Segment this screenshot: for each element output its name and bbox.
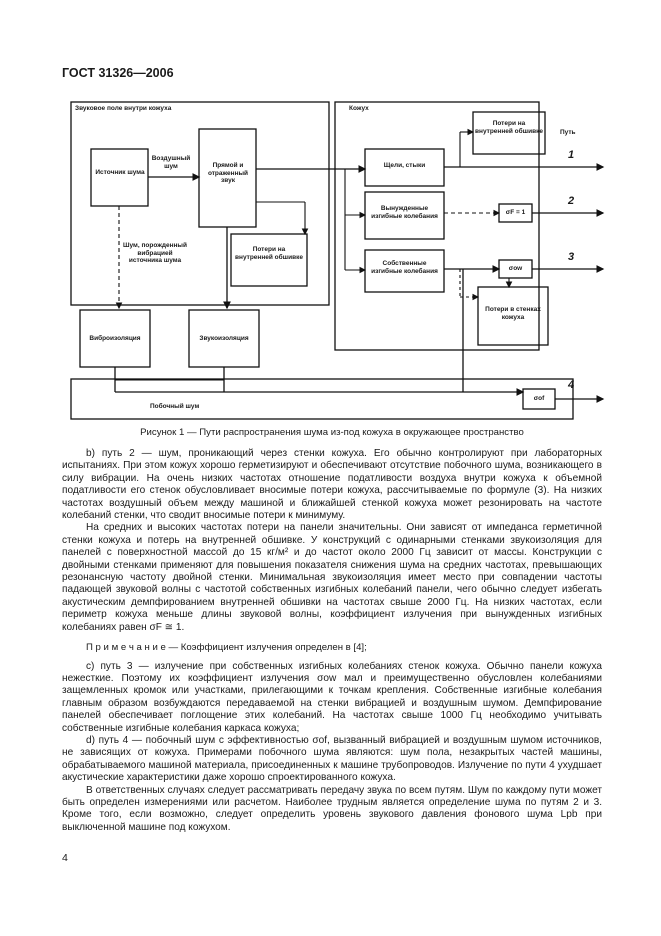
path-number-3: 3 [567, 251, 575, 263]
source-label: Источник шума [95, 169, 145, 176]
page-number: 4 [62, 852, 68, 864]
left-box-frame [70, 101, 330, 306]
noise-paths-diagram: Звуковое поле внутри кожуха Кожух Источн… [60, 92, 610, 422]
path-number-2: 2 [567, 195, 575, 207]
paragraph: На средних и высоких частотах потери на … [62, 522, 602, 633]
paragraph: c) путь 3 — излучение при собственных из… [62, 660, 602, 734]
diagram-lines [70, 101, 605, 420]
direct-reflected-label: Прямой и отраженный звук [207, 162, 249, 184]
note: П р и м е ч а н и е — Коэффициент излуче… [86, 642, 367, 654]
paragraph: b) путь 2 — шум, проникающий через стенк… [62, 448, 602, 522]
paragraph: В ответственных случаях следует рассматр… [62, 784, 602, 833]
path-label: Путь [560, 129, 576, 136]
vibration-isolation-label: Виброизоляция [89, 335, 141, 342]
path-number-4: 4 [567, 379, 575, 391]
inner-lining-loss-right-label: Потери на внутренней обшивке [475, 120, 543, 135]
right-box-title: Кожух [349, 105, 369, 112]
right-box-frame [334, 101, 540, 351]
secondary-noise-label: Побочный шум [150, 403, 200, 410]
paragraph: d) путь 4 — побочный шум с эффективность… [62, 734, 602, 784]
airborne-label: Воздушный шум [151, 155, 191, 170]
forced-vibrations-label: Вынужденные изгибные колебания [371, 205, 438, 220]
sigma-f-label: σF = 1 [505, 209, 526, 216]
body-text: b) путь 2 — шум, проникающий через стенк… [62, 448, 602, 834]
sigma-ow-label: σow [508, 265, 523, 272]
inner-lining-loss-left-label: Потери на внутренней обшивке [235, 246, 303, 261]
wall-loss-label: Потери в стенках кожуха [485, 306, 541, 321]
sigma-of-label: σof [533, 395, 545, 402]
natural-vibrations-label: Собственные изгибные колебания [371, 260, 438, 275]
figure-caption: Рисунок 1 — Пути распространения шума из… [140, 427, 524, 438]
gaps-label: Щели, стыки [383, 162, 426, 169]
left-box-title: Звуковое поле внутри кожуха [75, 105, 172, 112]
structural-noise-label: Шум, порожденный вибрацией источника шум… [123, 242, 187, 264]
document-header: ГОСТ 31326—2006 [62, 66, 174, 80]
path-number-1: 1 [567, 149, 575, 161]
sound-insulation-label: Звукоизоляция [199, 335, 249, 342]
